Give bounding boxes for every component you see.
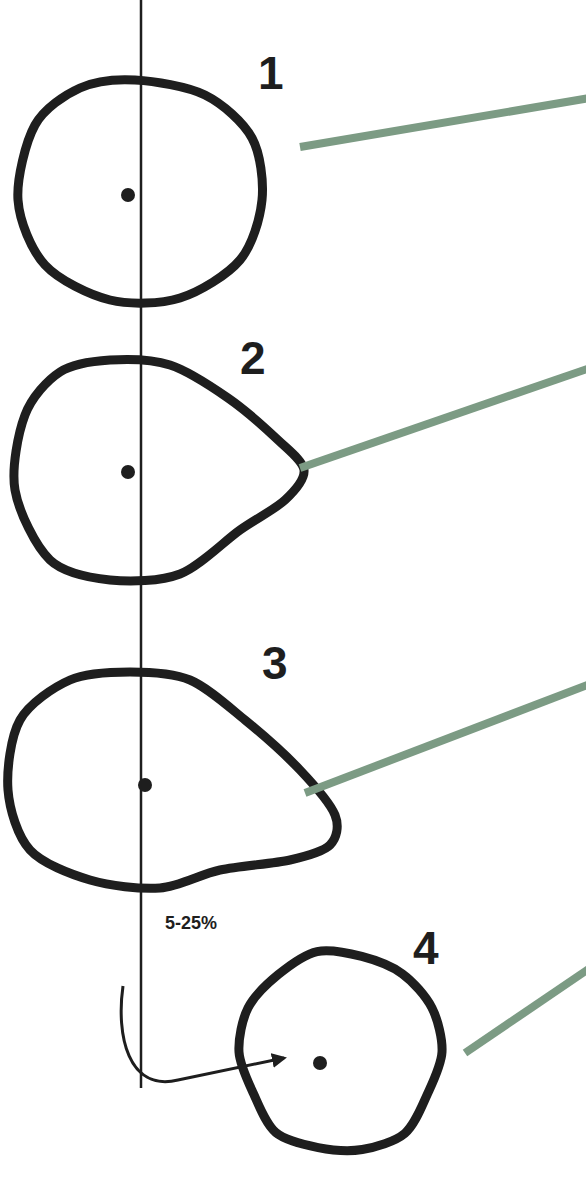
nucleus-dot: [121, 465, 135, 479]
leader-line: [465, 968, 586, 1053]
leader-line: [305, 684, 586, 793]
callout-number: 4: [413, 925, 439, 971]
cell-outline: [8, 672, 338, 888]
cell-outlines: [8, 80, 442, 1151]
nucleus-dot: [138, 778, 152, 792]
callout-number: 2: [240, 335, 266, 381]
leader-lines: [300, 98, 586, 1053]
cell-outline: [239, 951, 442, 1151]
cell-outline: [14, 360, 304, 582]
migration-arrow: [121, 986, 284, 1082]
leader-line: [300, 98, 586, 147]
cell-outline: [18, 80, 263, 303]
axis-line: [140, 0, 143, 1088]
leader-line: [300, 368, 586, 468]
nucleus-dot: [313, 1056, 327, 1070]
callout-number: 1: [258, 50, 284, 96]
nucleus-dot: [121, 188, 135, 202]
percentage-note: 5-25%: [165, 914, 217, 932]
callout-number: 3: [262, 640, 288, 686]
